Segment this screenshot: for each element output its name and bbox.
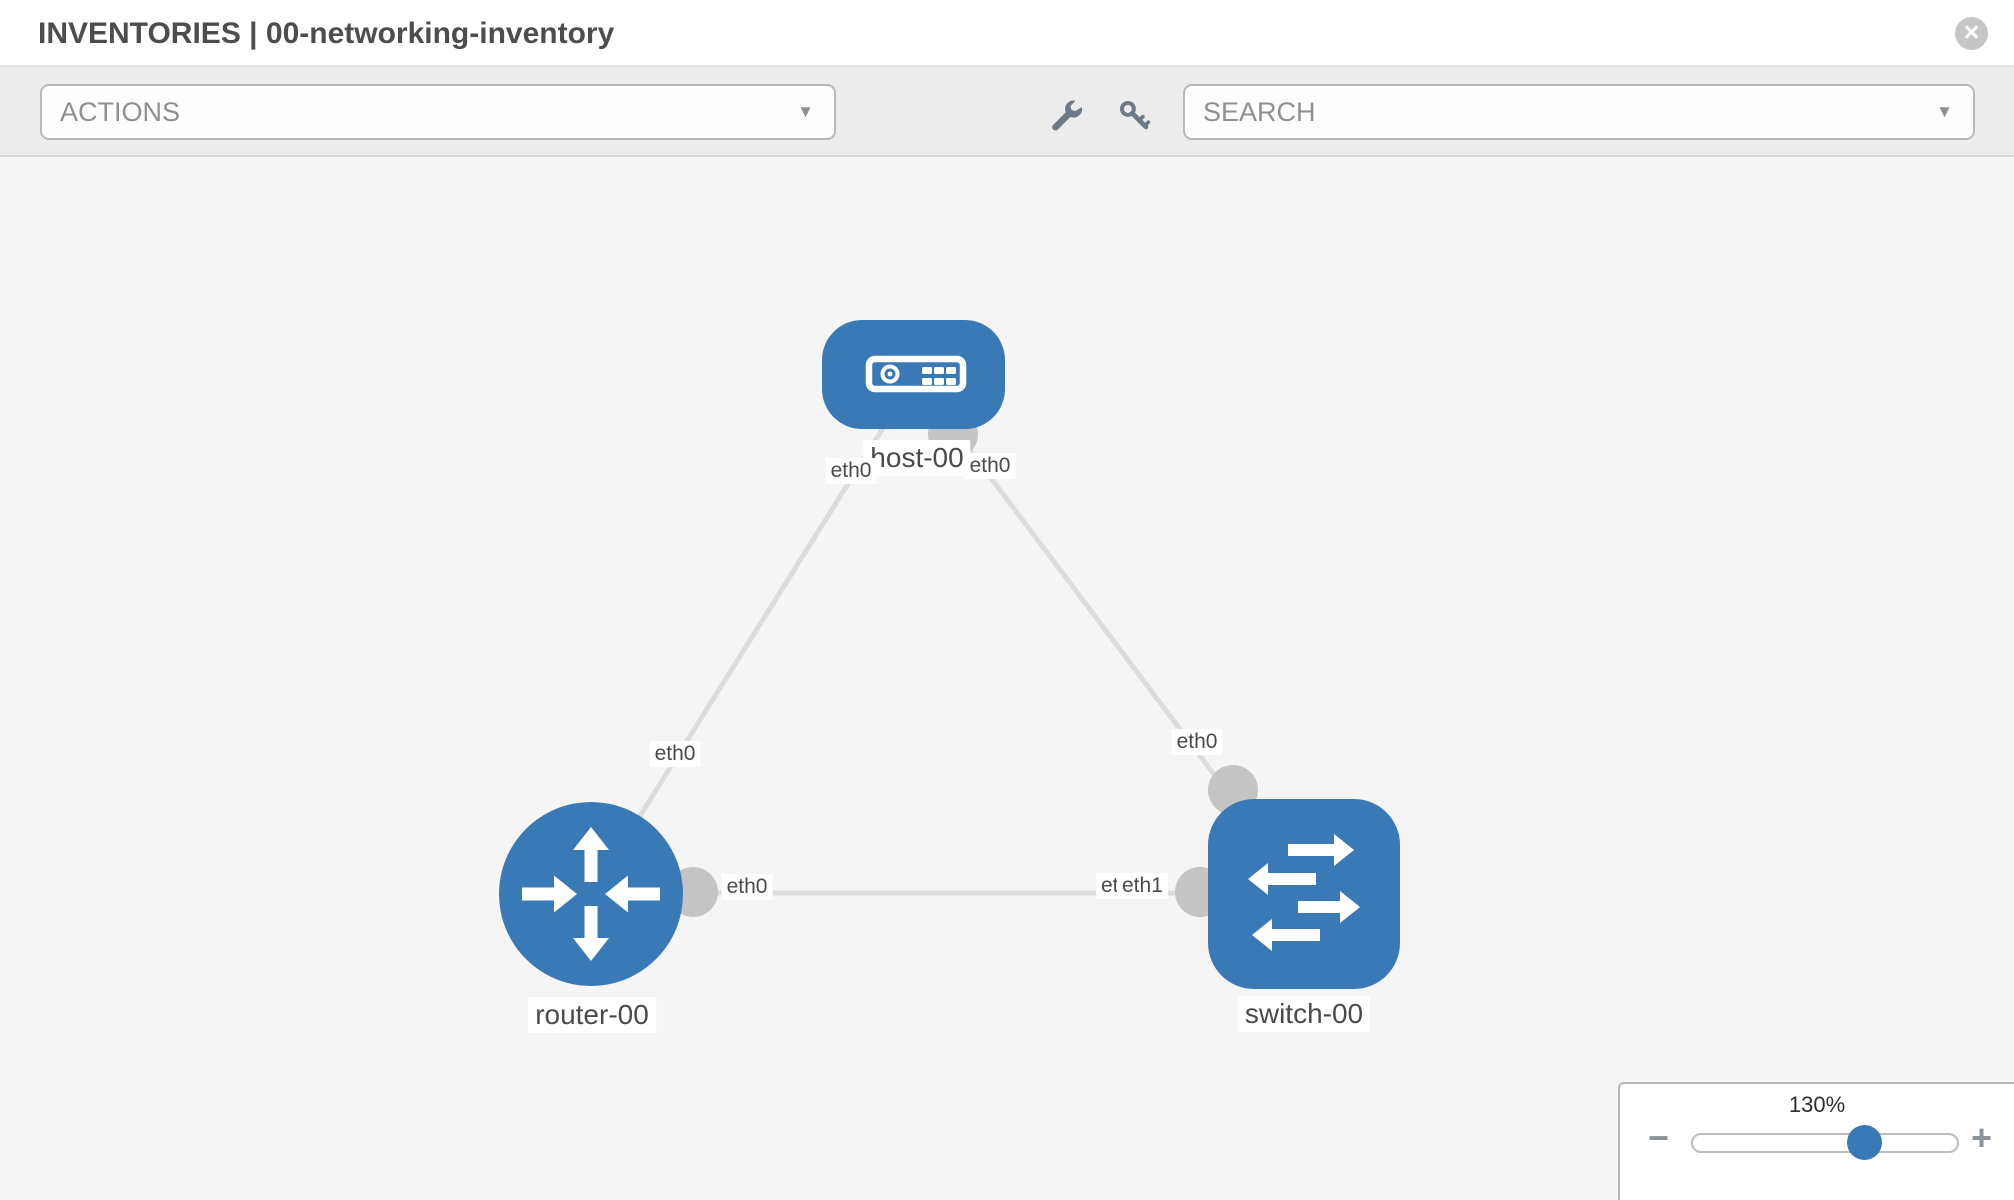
- chevron-down-icon: ▼: [797, 102, 814, 121]
- key-icon: [1119, 100, 1151, 130]
- node-switch-00[interactable]: [1208, 799, 1400, 989]
- chevron-down-icon: ▼: [1936, 102, 1953, 121]
- toolbar: ACTIONS ▼ ▼: [0, 67, 2014, 157]
- interface-label: eth0: [964, 453, 1016, 479]
- switch-icon: [1248, 834, 1360, 951]
- page-title: INVENTORIES | 00-networking-inventory: [38, 17, 615, 50]
- wrench-button[interactable]: [1046, 95, 1088, 137]
- close-button[interactable]: ×: [1955, 17, 1988, 50]
- node-host-00[interactable]: [822, 320, 1005, 429]
- node-label-host-00: host-00: [863, 440, 971, 476]
- zoom-slider-track[interactable]: [1691, 1133, 1959, 1153]
- node-label-router-00: router-00: [528, 997, 656, 1033]
- zoom-slider-handle[interactable]: [1847, 1125, 1882, 1160]
- titlebar: INVENTORIES | 00-networking-inventory ×: [0, 0, 2014, 67]
- connectors-layer: [668, 409, 1258, 917]
- zoom-control-panel: 130% − +: [1618, 1082, 2014, 1200]
- wrench-icon: [1052, 100, 1083, 131]
- actions-dropdown[interactable]: ACTIONS ▼: [40, 84, 836, 140]
- close-icon: ×: [1963, 16, 1980, 47]
- zoom-out-button[interactable]: −: [1648, 1117, 1670, 1158]
- host-icon: [865, 355, 967, 393]
- interface-label: eth0: [649, 741, 701, 767]
- interface-label: eth0: [825, 458, 877, 484]
- search-input[interactable]: [1203, 96, 1923, 128]
- node-router-00[interactable]: [499, 802, 683, 986]
- node-label-switch-00: switch-00: [1237, 996, 1371, 1032]
- router-icon: [522, 827, 660, 961]
- key-button[interactable]: [1114, 95, 1156, 137]
- zoom-in-button[interactable]: +: [1970, 1117, 1992, 1158]
- zoom-level-label: 130%: [1788, 1092, 1846, 1117]
- interface-label: eth1: [1117, 873, 1168, 899]
- interface-label: eth0: [1171, 729, 1223, 755]
- interface-label: eth0: [721, 874, 773, 900]
- search-dropdown[interactable]: ▼: [1183, 84, 1975, 140]
- actions-dropdown-label: ACTIONS: [60, 96, 181, 127]
- topology-canvas[interactable]: host-00 router-00 switch-00 eth0 eth0 et…: [0, 157, 2014, 1200]
